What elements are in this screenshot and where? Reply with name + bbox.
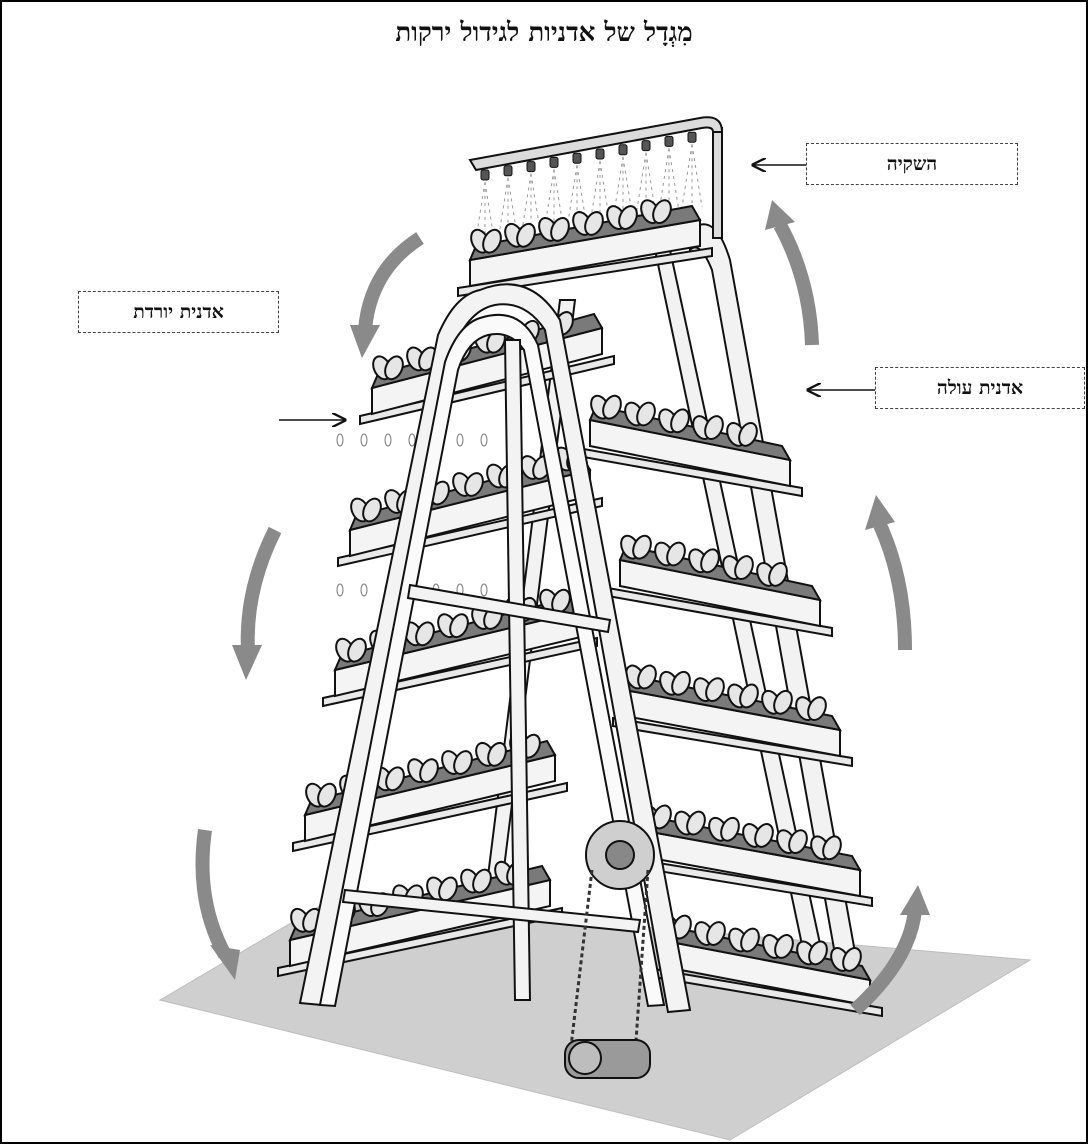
water-stream bbox=[682, 144, 692, 207]
water-drip bbox=[337, 434, 343, 446]
rotation-arrow-down bbox=[203, 830, 241, 980]
arrow-head bbox=[350, 325, 380, 358]
arrow-shaft bbox=[880, 525, 905, 650]
arrow-shaft bbox=[780, 225, 812, 345]
water-stream bbox=[692, 144, 702, 207]
nozzle bbox=[573, 153, 581, 163]
nozzle bbox=[481, 170, 489, 180]
nozzle bbox=[527, 162, 535, 172]
water-drip bbox=[481, 584, 487, 596]
floor-plane bbox=[160, 900, 1030, 1140]
rotation-arrow-up bbox=[765, 200, 812, 345]
arrow-head bbox=[765, 200, 795, 230]
planter-rising bbox=[613, 663, 852, 766]
water-drip bbox=[385, 434, 391, 446]
nozzle bbox=[504, 166, 512, 176]
nozzle bbox=[619, 145, 627, 155]
rotation-arrow-down bbox=[350, 238, 420, 358]
water-drip bbox=[409, 434, 415, 446]
water-drip bbox=[361, 434, 367, 446]
rotation-arrow-up bbox=[865, 495, 905, 650]
water-drip bbox=[457, 434, 463, 446]
water-drip bbox=[337, 584, 343, 596]
nozzle bbox=[665, 136, 673, 146]
arrow-shaft bbox=[365, 238, 420, 330]
arrow-head bbox=[232, 645, 262, 680]
rotation-arrow-down bbox=[232, 530, 275, 680]
arrow-head bbox=[865, 495, 895, 530]
arrow-head bbox=[900, 885, 930, 915]
water-stream bbox=[669, 148, 679, 211]
nozzle bbox=[642, 141, 650, 151]
nozzle bbox=[688, 132, 696, 142]
nozzle bbox=[550, 157, 558, 167]
water-drip bbox=[361, 584, 367, 596]
arrow-shaft bbox=[203, 830, 226, 955]
arrow-shaft bbox=[248, 530, 275, 650]
water-drip bbox=[481, 434, 487, 446]
nozzle bbox=[596, 149, 604, 159]
